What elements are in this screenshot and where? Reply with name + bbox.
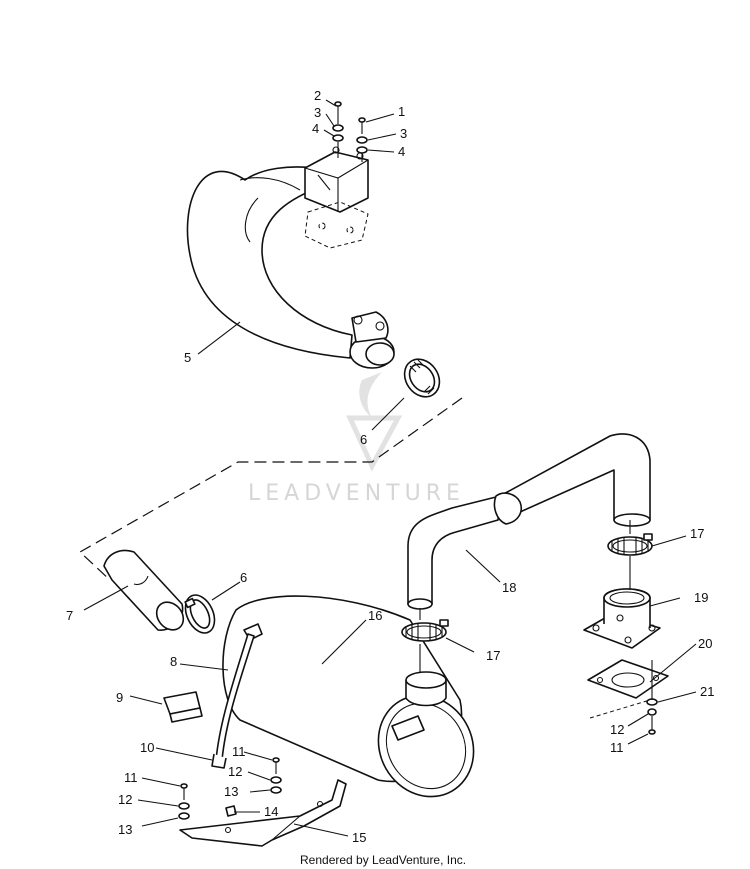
callout-7: 7 <box>66 608 73 623</box>
callout-6: 6 <box>240 570 247 585</box>
callout-17: 17 <box>690 526 704 541</box>
callout-8: 8 <box>170 654 177 669</box>
callout-12: 12 <box>228 764 242 779</box>
slip-joint-tube <box>103 549 185 631</box>
outlet-gasket <box>587 659 669 699</box>
left-bracket-hardware <box>178 757 282 820</box>
watermark-text: LEADVENTURE <box>248 481 465 506</box>
callout-12: 12 <box>118 792 132 807</box>
callout-16: 16 <box>368 608 382 623</box>
callout-17: 17 <box>486 648 500 663</box>
leader-lines <box>83 99 697 837</box>
rubber-pad <box>163 691 203 723</box>
upper-mount-hardware <box>332 101 368 154</box>
callout-13: 13 <box>224 784 238 799</box>
upper-pipe-clamp <box>403 358 441 398</box>
callout-3: 3 <box>314 105 321 120</box>
callout-21: 21 <box>700 684 714 699</box>
leadventure-watermark: LEADVENTURE <box>248 372 465 506</box>
tailpipe-clamp-upper <box>607 533 653 556</box>
callout-20: 20 <box>698 636 712 651</box>
outlet-flange <box>583 588 661 649</box>
tail-pipe <box>407 433 651 610</box>
muffler <box>222 595 475 798</box>
callout-3: 3 <box>400 126 407 141</box>
tailpipe-clamp-lower <box>401 619 449 642</box>
strap-hook <box>211 753 227 769</box>
callout-1: 1 <box>398 104 405 119</box>
callout-11: 11 <box>232 744 246 759</box>
callout-6: 6 <box>360 432 367 447</box>
callout-13: 13 <box>118 822 132 837</box>
assembly-guide-lines <box>337 142 653 719</box>
callout-2: 2 <box>314 88 321 103</box>
callout-14: 14 <box>264 804 278 819</box>
exhaust-pipe <box>186 146 395 369</box>
callout-12: 12 <box>610 722 624 737</box>
callout-4: 4 <box>398 144 405 159</box>
callout-15: 15 <box>352 830 366 845</box>
callout-11: 11 <box>610 740 624 755</box>
exhaust-route-dashed-line <box>78 397 463 581</box>
callout-4: 4 <box>312 121 319 136</box>
callout-18: 18 <box>502 580 516 595</box>
callout-labels: 2 1 3 3 4 4 5 6 17 18 6 7 19 16 20 8 17 … <box>66 88 714 845</box>
callout-19: 19 <box>694 590 708 605</box>
callout-9: 9 <box>116 690 123 705</box>
footer-credit: Rendered by LeadVenture, Inc. <box>300 853 466 867</box>
callout-5: 5 <box>184 350 191 365</box>
muffler-bracket <box>179 779 347 847</box>
callout-11: 11 <box>124 770 138 785</box>
right-flange-hardware <box>646 698 658 735</box>
callout-10: 10 <box>140 740 154 755</box>
lower-pipe-clamp <box>184 594 216 634</box>
